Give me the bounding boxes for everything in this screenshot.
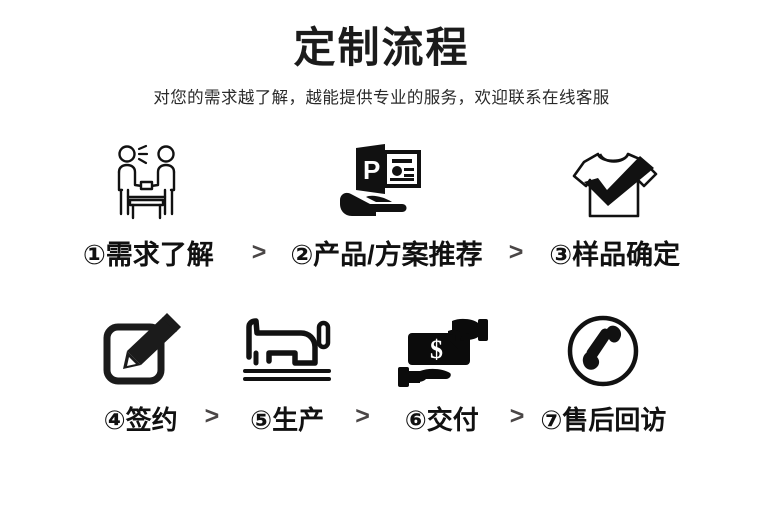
tshirt-check-icon — [562, 142, 668, 228]
flow-step-2[interactable]: P ②产品/方案推荐 — [290, 142, 483, 270]
flow-step-label: ⑥交付 — [404, 404, 479, 435]
flow-step-3[interactable]: ③样品确定 — [549, 142, 680, 269]
flow-row-2: ④签约 > — [0, 307, 763, 433]
page-header: 定制流程 对您的需求越了解，越能提供专业的服务，欢迎联系在线客服 — [0, 0, 763, 108]
flow-step-label: ①需求了解 — [82, 239, 214, 270]
chevron-right-icon: > — [251, 237, 267, 266]
flow-step-6[interactable]: $ ⑥交付 — [390, 307, 494, 433]
chevron-right-icon: > — [355, 401, 370, 430]
chevron-right-icon: > — [509, 401, 525, 430]
flow-row-1: ①需求了解 > P — [0, 142, 763, 269]
meeting-handshake-icon — [103, 142, 193, 228]
sewing-machine-icon — [239, 307, 335, 393]
flow-step-4[interactable]: ④签约 — [97, 307, 185, 433]
flow-step-1[interactable]: ①需求了解 — [83, 142, 214, 269]
money-handover-icon: $ — [390, 307, 494, 393]
flow-step-label: ②产品/方案推荐 — [290, 239, 483, 270]
svg-text:$: $ — [430, 335, 443, 364]
flow-step-label: ③样品确定 — [549, 239, 681, 270]
flow-step-label: ④签约 — [103, 404, 178, 435]
flow-step-label: ⑤生产 — [250, 404, 325, 435]
svg-text:P: P — [363, 155, 380, 185]
hand-presentation-icon: P — [332, 142, 442, 228]
flow-step-7[interactable]: ⑦售后回访 — [540, 307, 666, 433]
chevron-right-icon: > — [204, 401, 220, 430]
flow-step-5[interactable]: ⑤生产 — [239, 307, 335, 433]
chevron-right-icon: > — [508, 237, 524, 266]
pencil-sign-icon — [97, 307, 185, 393]
flow-step-label: ⑦售后回访 — [540, 404, 667, 435]
page-subtitle: 对您的需求越了解，越能提供专业的服务，欢迎联系在线客服 — [153, 88, 610, 107]
page-title: 定制流程 — [293, 24, 470, 71]
phone-handset-icon — [559, 307, 647, 393]
